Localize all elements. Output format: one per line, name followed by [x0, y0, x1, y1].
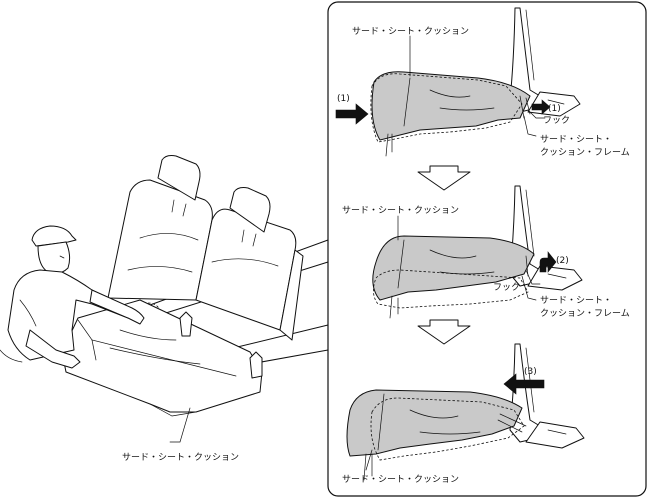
left-overview-illustration: サード・シート・クッション — [0, 156, 328, 464]
label-step1-number-hook: (1) — [548, 104, 561, 114]
label-step1-hook: フック — [543, 115, 570, 126]
label-step2-hook: フック — [493, 282, 520, 293]
label-step1-frame-line2: クッション・フレーム — [540, 147, 630, 158]
label-step2-frame-line1: サード・シート・ — [540, 295, 612, 306]
label-step3-number: (3) — [524, 367, 537, 377]
label-step2-number: (2) — [556, 256, 569, 266]
label-step2-third-seat-cushion: サード・シート・クッション — [342, 205, 459, 216]
seat-cushion-lifted — [62, 300, 262, 416]
label-step1-frame-line1: サード・シート・ — [540, 134, 612, 145]
label-step2-frame-line2: クッション・フレーム — [540, 308, 630, 319]
label-third-seat-cushion-overview: サード・シート・クッション — [122, 452, 239, 463]
label-step1-third-seat-cushion: サード・シート・クッション — [352, 26, 469, 37]
label-step1-number-left: (1) — [337, 94, 350, 104]
callout-leader-third-seat-cushion — [170, 408, 190, 442]
label-step3-third-seat-cushion: サード・シート・クッション — [342, 474, 459, 485]
